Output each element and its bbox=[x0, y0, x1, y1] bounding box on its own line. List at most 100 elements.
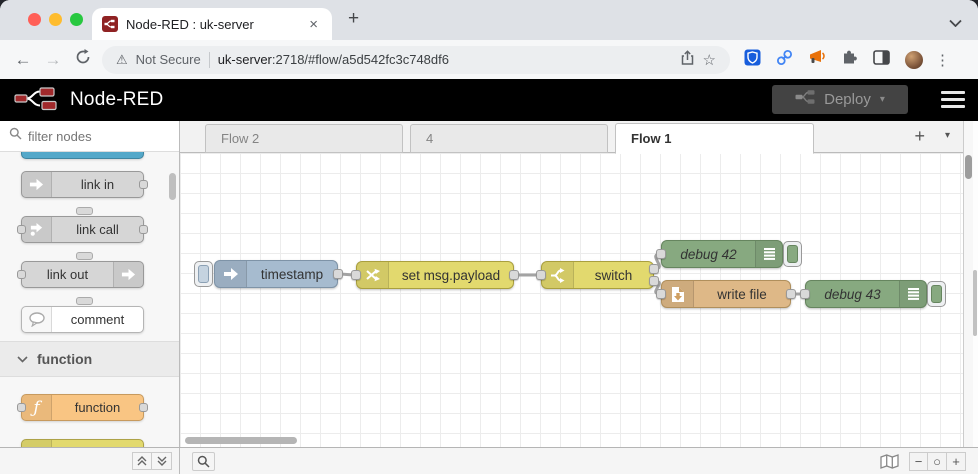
zoom-reset-button[interactable]: ○ bbox=[928, 451, 947, 471]
palette-node-label: link in bbox=[80, 177, 115, 192]
canvas-horizontal-scrollbar[interactable] bbox=[185, 437, 297, 444]
palette-node-comment[interactable]: comment bbox=[21, 306, 144, 333]
palette-node-link-call[interactable]: link call bbox=[17, 216, 148, 243]
palette-node-label: link call bbox=[76, 222, 119, 237]
input-port[interactable] bbox=[17, 270, 26, 279]
browser-menu-icon[interactable]: ⋮ bbox=[935, 51, 950, 69]
palette-node-partial-top[interactable] bbox=[21, 152, 144, 159]
input-port[interactable] bbox=[17, 403, 26, 412]
address-bar[interactable]: ⚠ Not Secure uk-server:2718/#flow/a5d542… bbox=[102, 45, 730, 74]
node-red-favicon bbox=[102, 16, 118, 32]
url-text[interactable]: uk-server:2718/#flow/a5d542fc3c748df6 bbox=[218, 52, 672, 67]
output-port[interactable] bbox=[333, 269, 343, 279]
flow-tab-flow1[interactable]: Flow 1 bbox=[615, 123, 814, 154]
input-port[interactable] bbox=[17, 225, 26, 234]
traffic-light-close[interactable] bbox=[28, 13, 41, 26]
palette-collapse-down-button[interactable] bbox=[152, 452, 172, 470]
input-port[interactable] bbox=[656, 249, 666, 259]
palette-node-link-out[interactable]: link out bbox=[17, 261, 144, 288]
debug-toggle-button[interactable] bbox=[927, 281, 946, 307]
function-icon: ƒ bbox=[22, 395, 52, 420]
deploy-button[interactable]: Deploy ▾ bbox=[772, 85, 908, 114]
tab-search-chevron-icon[interactable] bbox=[949, 14, 962, 32]
megaphone-extension-icon[interactable] bbox=[808, 49, 826, 70]
zoom-out-button[interactable]: − bbox=[909, 451, 928, 471]
palette-node-function[interactable]: ƒ function bbox=[17, 394, 148, 421]
input-port[interactable] bbox=[536, 270, 546, 280]
inject-arrow-icon bbox=[215, 261, 247, 287]
side-panel-icon[interactable] bbox=[873, 49, 890, 70]
reload-button[interactable] bbox=[68, 49, 98, 70]
input-port[interactable] bbox=[800, 289, 810, 299]
node-switch[interactable]: switch bbox=[541, 261, 654, 289]
output-port-1[interactable] bbox=[649, 264, 659, 274]
flow-canvas[interactable]: timestamp set msg.payload switch bbox=[180, 153, 963, 447]
palette-node-label: comment bbox=[70, 312, 125, 327]
palette-category-label: function bbox=[37, 351, 93, 367]
traffic-light-maximize[interactable] bbox=[70, 13, 83, 26]
browser-tab[interactable]: Node-RED : uk-server × bbox=[92, 8, 332, 40]
search-icon bbox=[9, 127, 22, 145]
palette-collapse-up-button[interactable] bbox=[132, 452, 152, 470]
node-write-file[interactable]: write file bbox=[661, 280, 791, 308]
link-extension-icon[interactable] bbox=[776, 49, 793, 71]
address-divider bbox=[208, 51, 210, 68]
canvas-vertical-scrollbar[interactable] bbox=[963, 121, 973, 447]
output-port[interactable] bbox=[139, 180, 148, 189]
output-port[interactable] bbox=[786, 289, 796, 299]
input-port[interactable] bbox=[351, 270, 361, 280]
switch-icon bbox=[22, 440, 52, 447]
palette-node-partial-bottom[interactable] bbox=[21, 439, 144, 447]
browser-tab-title: Node-RED : uk-server bbox=[126, 16, 254, 32]
node-label: debug 43 bbox=[824, 286, 881, 302]
not-secure-warning-icon[interactable]: ⚠ bbox=[116, 51, 128, 67]
extensions-puzzle-icon[interactable] bbox=[841, 49, 858, 71]
main-menu-icon[interactable] bbox=[941, 91, 965, 111]
comment-bubble-icon bbox=[22, 307, 52, 332]
palette-filter-input[interactable] bbox=[28, 128, 158, 144]
node-label: debug 42 bbox=[680, 246, 737, 262]
switch-fork-icon bbox=[542, 262, 574, 288]
chevron-down-icon bbox=[17, 350, 28, 368]
file-icon bbox=[662, 281, 694, 307]
flow-tab-bar: Flow 2 4 Flow 1 + ▾ bbox=[180, 121, 963, 154]
navigator-map-button[interactable] bbox=[875, 452, 903, 471]
tab-close-icon[interactable]: × bbox=[309, 15, 318, 33]
input-port[interactable] bbox=[656, 289, 666, 299]
zoom-in-button[interactable]: + bbox=[947, 451, 966, 471]
window-scrollbar[interactable] bbox=[973, 121, 978, 447]
palette-category-function[interactable]: function bbox=[0, 341, 179, 377]
output-port[interactable] bbox=[139, 403, 148, 412]
deploy-button-label: Deploy bbox=[824, 91, 871, 108]
bookmark-star-icon[interactable]: ☆ bbox=[702, 51, 716, 69]
output-port[interactable] bbox=[509, 270, 519, 280]
forward-button[interactable]: → bbox=[44, 49, 62, 69]
share-icon[interactable] bbox=[680, 50, 695, 69]
traffic-light-minimize[interactable] bbox=[49, 13, 62, 26]
link-in-icon bbox=[22, 172, 52, 197]
bitwarden-extension-icon[interactable] bbox=[744, 49, 761, 71]
node-debug-42[interactable]: debug 42 bbox=[661, 240, 802, 268]
debug-toggle-button[interactable] bbox=[783, 241, 802, 267]
search-flows-button[interactable] bbox=[192, 451, 215, 471]
window-scrollbar-thumb[interactable] bbox=[973, 270, 977, 336]
back-button[interactable]: ← bbox=[14, 49, 32, 69]
flow-list-caret-icon[interactable]: ▾ bbox=[944, 130, 950, 141]
node-debug-43[interactable]: debug 43 bbox=[805, 280, 946, 308]
flow-tab-4[interactable]: 4 bbox=[410, 124, 608, 153]
inject-button[interactable] bbox=[194, 261, 213, 287]
flow-tab-flow2[interactable]: Flow 2 bbox=[205, 124, 403, 153]
deploy-caret-icon[interactable]: ▾ bbox=[879, 94, 885, 105]
node-change-set-msg-payload[interactable]: set msg.payload bbox=[356, 261, 514, 289]
add-flow-button[interactable]: + bbox=[914, 126, 925, 146]
canvas-scrollbar-thumb[interactable] bbox=[965, 155, 972, 179]
output-port-2[interactable] bbox=[649, 276, 659, 286]
palette-scrollbar-thumb[interactable] bbox=[169, 173, 176, 200]
profile-avatar[interactable] bbox=[905, 50, 923, 69]
new-tab-button[interactable]: + bbox=[348, 8, 360, 29]
node-inject-timestamp[interactable]: timestamp bbox=[194, 260, 338, 288]
output-port[interactable] bbox=[139, 225, 148, 234]
palette-port-bump bbox=[76, 252, 93, 260]
node-red-header: Node-RED Deploy ▾ bbox=[0, 79, 978, 121]
palette-node-link-in[interactable]: link in bbox=[21, 171, 148, 198]
